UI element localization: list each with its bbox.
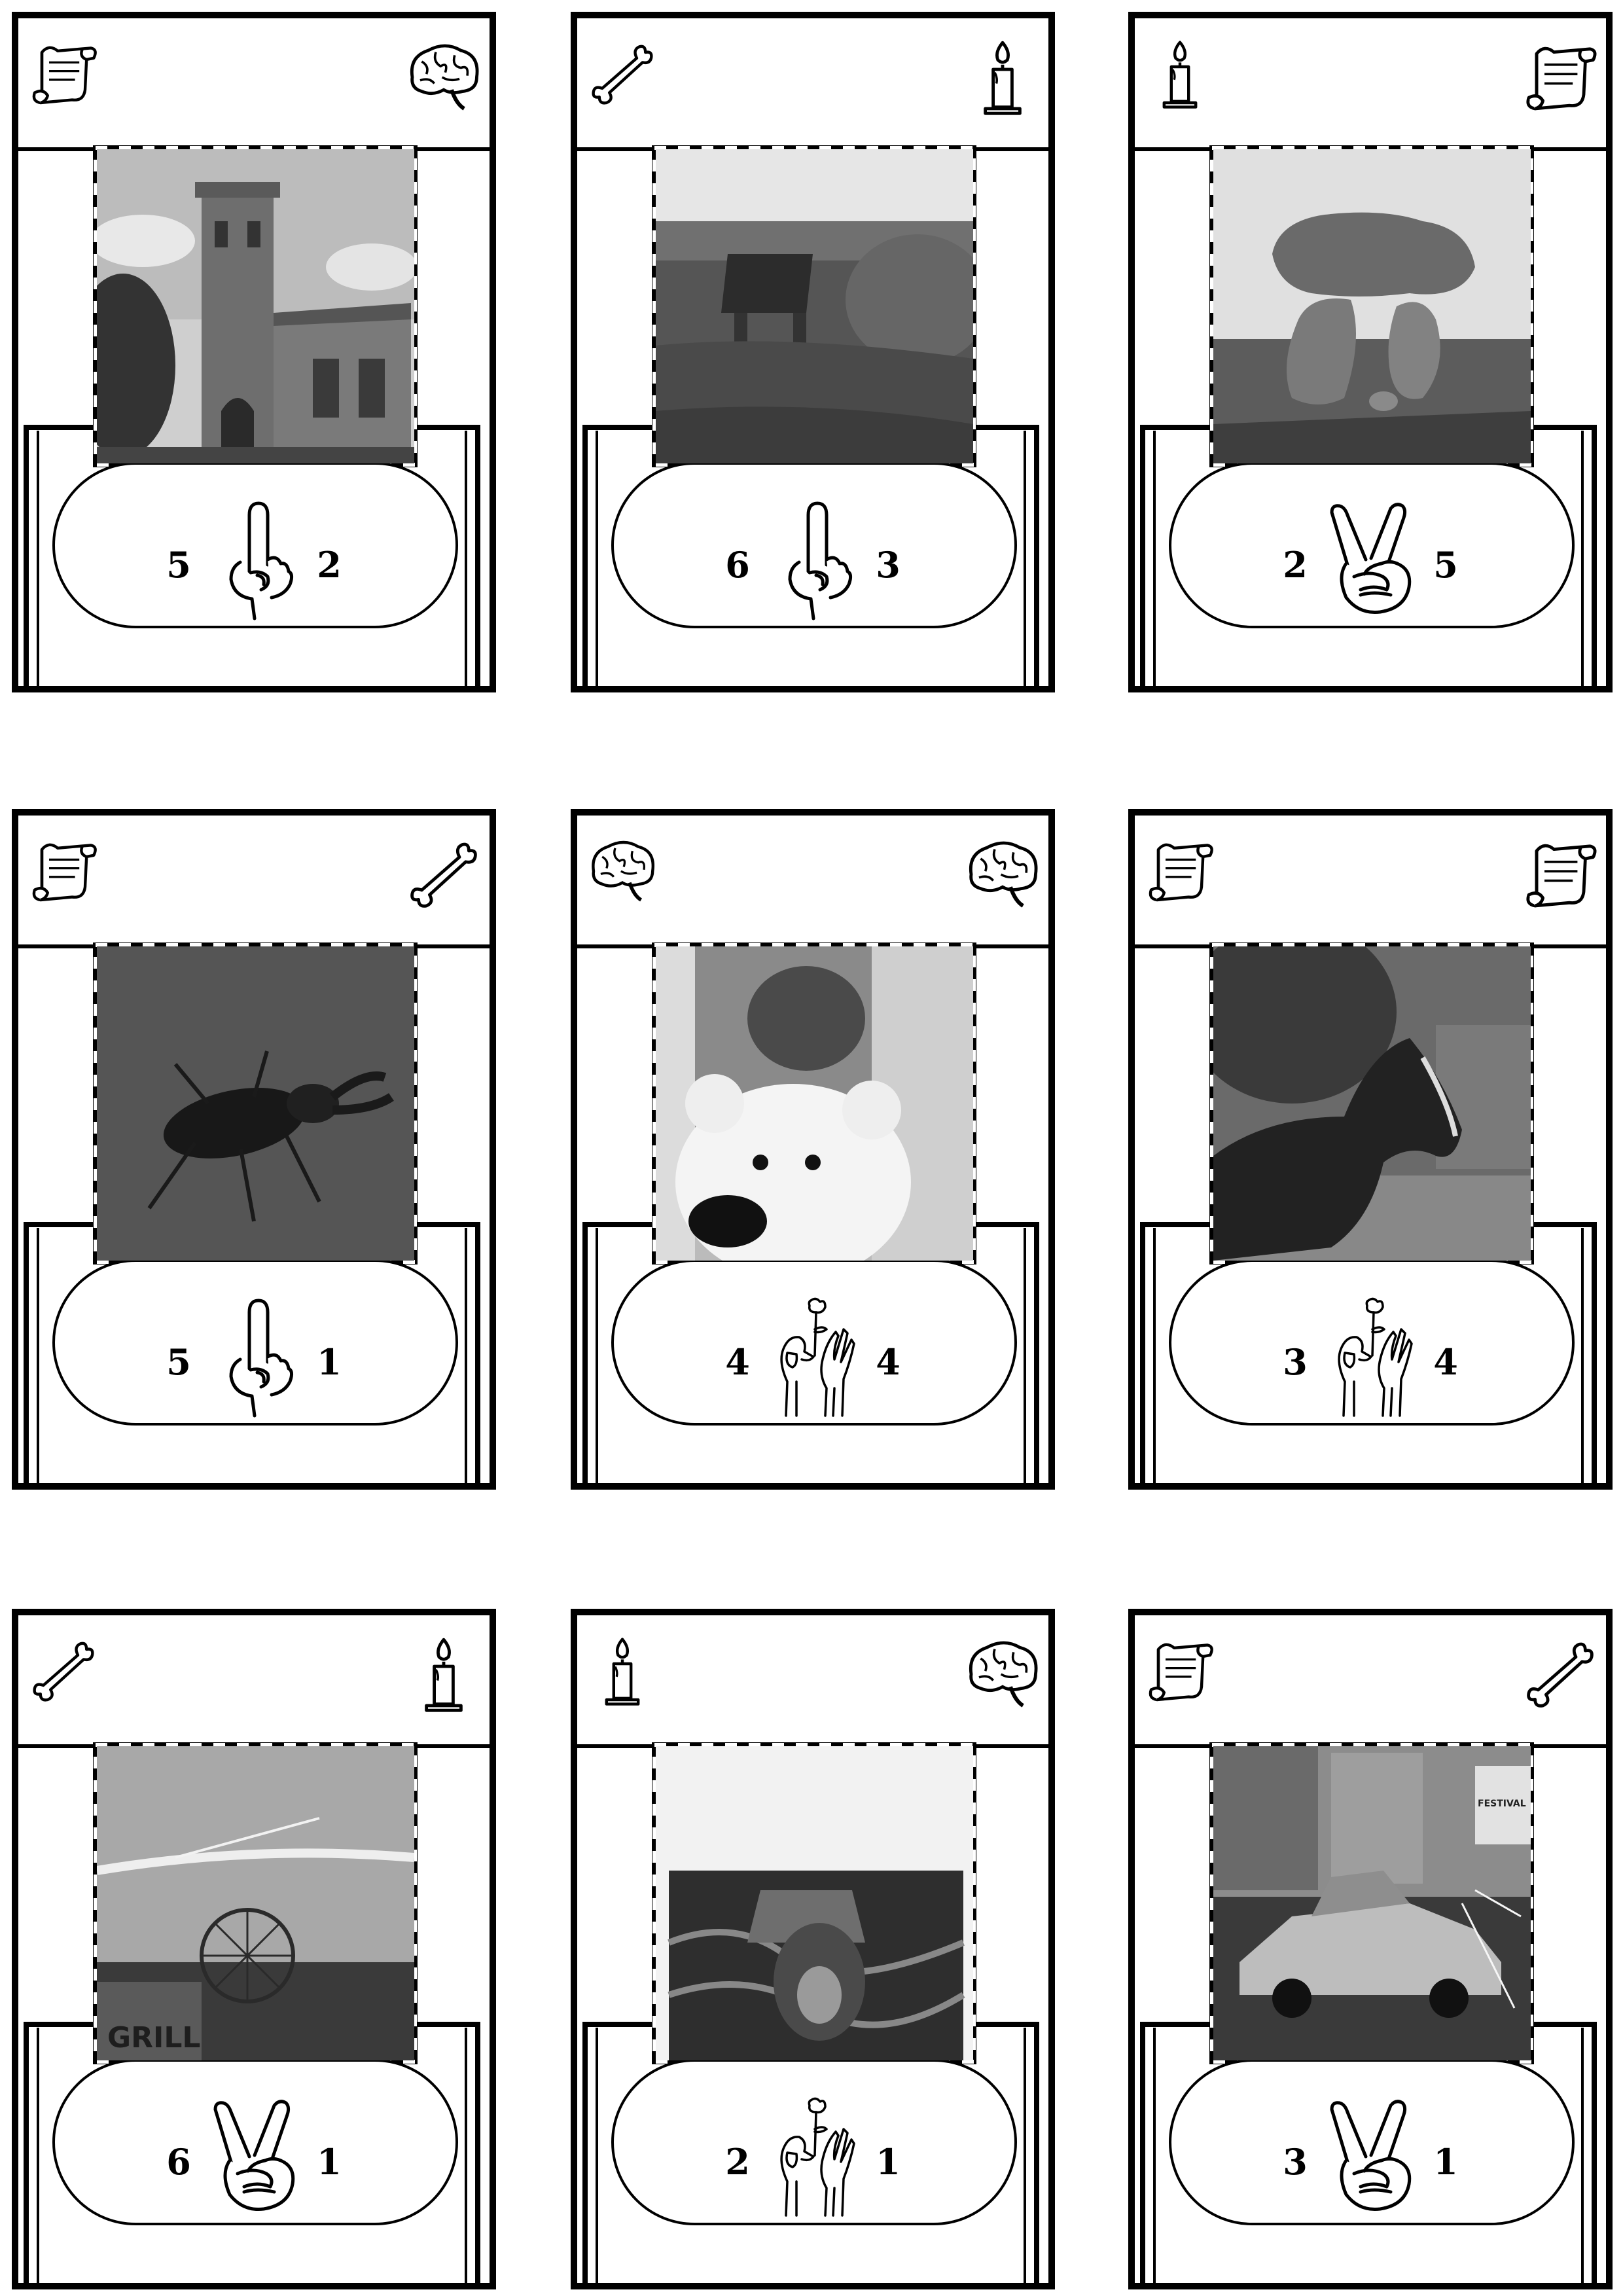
game-card[interactable]: GRILL 6 1 [12, 1609, 496, 2289]
candle-icon [404, 1635, 483, 1713]
candle-icon [1144, 38, 1216, 110]
right-value: 2 [317, 544, 342, 586]
right-value: 1 [876, 2141, 901, 2183]
brain-icon [404, 38, 483, 117]
svg-text:GRILL: GRILL [107, 2021, 200, 2054]
flower-hands-icon [1328, 1297, 1419, 1421]
card-photo-polar-bear-toy [656, 946, 973, 1280]
card-photo-mural [656, 1746, 973, 2060]
right-value: 4 [1433, 1341, 1458, 1383]
card-photo-horse [1187, 920, 1531, 1261]
bone-icon [1521, 1635, 1599, 1713]
scroll-icon [1521, 38, 1599, 117]
left-value: 2 [1283, 544, 1308, 586]
candle-icon [963, 38, 1042, 117]
one-finger-hand-icon [211, 1297, 303, 1421]
left-value: 3 [1283, 2141, 1308, 2183]
card-photo-stag-beetle [97, 946, 414, 1261]
left-value: 5 [166, 544, 191, 586]
flower-hands-icon [770, 2096, 862, 2221]
right-value: 5 [1433, 544, 1458, 586]
left-value: 5 [166, 1341, 191, 1383]
left-value: 2 [725, 2141, 750, 2183]
right-value: 3 [876, 544, 901, 586]
two-finger-hand-icon [211, 2096, 303, 2221]
right-value: 1 [317, 2141, 342, 2183]
brain-icon [963, 835, 1042, 914]
flower-hands-icon [770, 1297, 862, 1421]
bone-icon [586, 38, 658, 110]
card-photo-dolmen [1213, 149, 1531, 463]
game-card[interactable]: 4 4 [571, 809, 1055, 1490]
card-photo-well [656, 149, 990, 463]
game-card[interactable]: 3 4 [1128, 809, 1613, 1490]
right-value: 1 [1433, 2141, 1458, 2183]
left-value: 6 [166, 2141, 191, 2183]
scroll-icon [27, 835, 99, 907]
card-photo-delorean: FESTIVAL [1213, 1746, 1531, 2060]
candle-icon [586, 1635, 658, 1707]
bone-icon [404, 835, 483, 914]
svg-text:FESTIVAL: FESTIVAL [1478, 1799, 1526, 1809]
scroll-icon [1144, 1635, 1216, 1707]
left-value: 4 [725, 1341, 750, 1383]
left-value: 6 [725, 544, 750, 586]
one-finger-hand-icon [211, 499, 303, 624]
scroll-icon [1521, 835, 1599, 914]
left-value: 3 [1283, 1341, 1308, 1383]
game-card[interactable]: FESTIVAL 3 1 [1128, 1609, 1613, 2289]
card-photo-ferris-wheel: GRILL [96, 1746, 415, 2060]
game-card[interactable]: 6 3 [571, 12, 1055, 692]
bone-icon [27, 1635, 99, 1707]
two-finger-hand-icon [1328, 499, 1419, 624]
card-photo-church [71, 149, 418, 463]
game-card[interactable]: 5 2 [12, 12, 496, 692]
two-finger-hand-icon [1328, 2096, 1419, 2221]
game-card[interactable]: 5 1 [12, 809, 496, 1490]
one-finger-hand-icon [770, 499, 862, 624]
game-card[interactable]: 2 1 [571, 1609, 1055, 2289]
right-value: 4 [876, 1341, 901, 1383]
game-card[interactable]: 2 5 [1128, 12, 1613, 692]
scroll-icon [1144, 835, 1216, 907]
brain-icon [963, 1635, 1042, 1713]
right-value: 1 [317, 1341, 342, 1383]
scroll-icon [27, 38, 99, 110]
brain-icon [586, 835, 658, 907]
